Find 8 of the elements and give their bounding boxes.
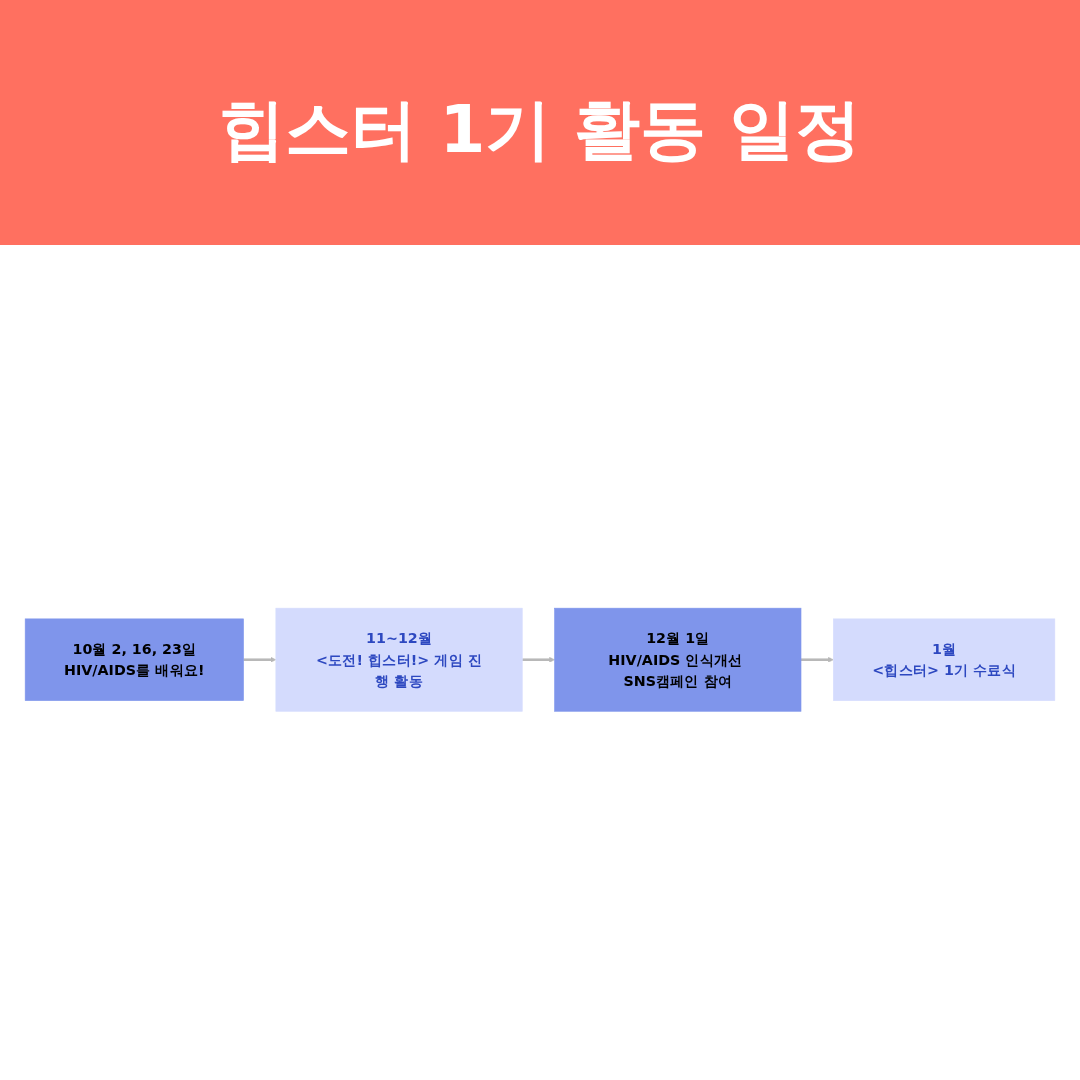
node-box: 11~12월 <도전! 힙스터!> 게임 진행 활동: [275, 608, 523, 712]
arrow: [801, 657, 834, 663]
node-box: 1월 <힙스터> 1기 수료식: [833, 618, 1056, 702]
arrow: [243, 657, 277, 663]
node-box: 12월 1일 HIV/AIDS 인식개선 SNS캠페인 참여: [554, 608, 802, 712]
node-box: 10월 2, 16, 23일 HIV/AIDS를 배워요!: [24, 618, 244, 702]
title: 힙스터 1기 활동 일정: [217, 90, 863, 170]
arrow: [522, 657, 555, 663]
